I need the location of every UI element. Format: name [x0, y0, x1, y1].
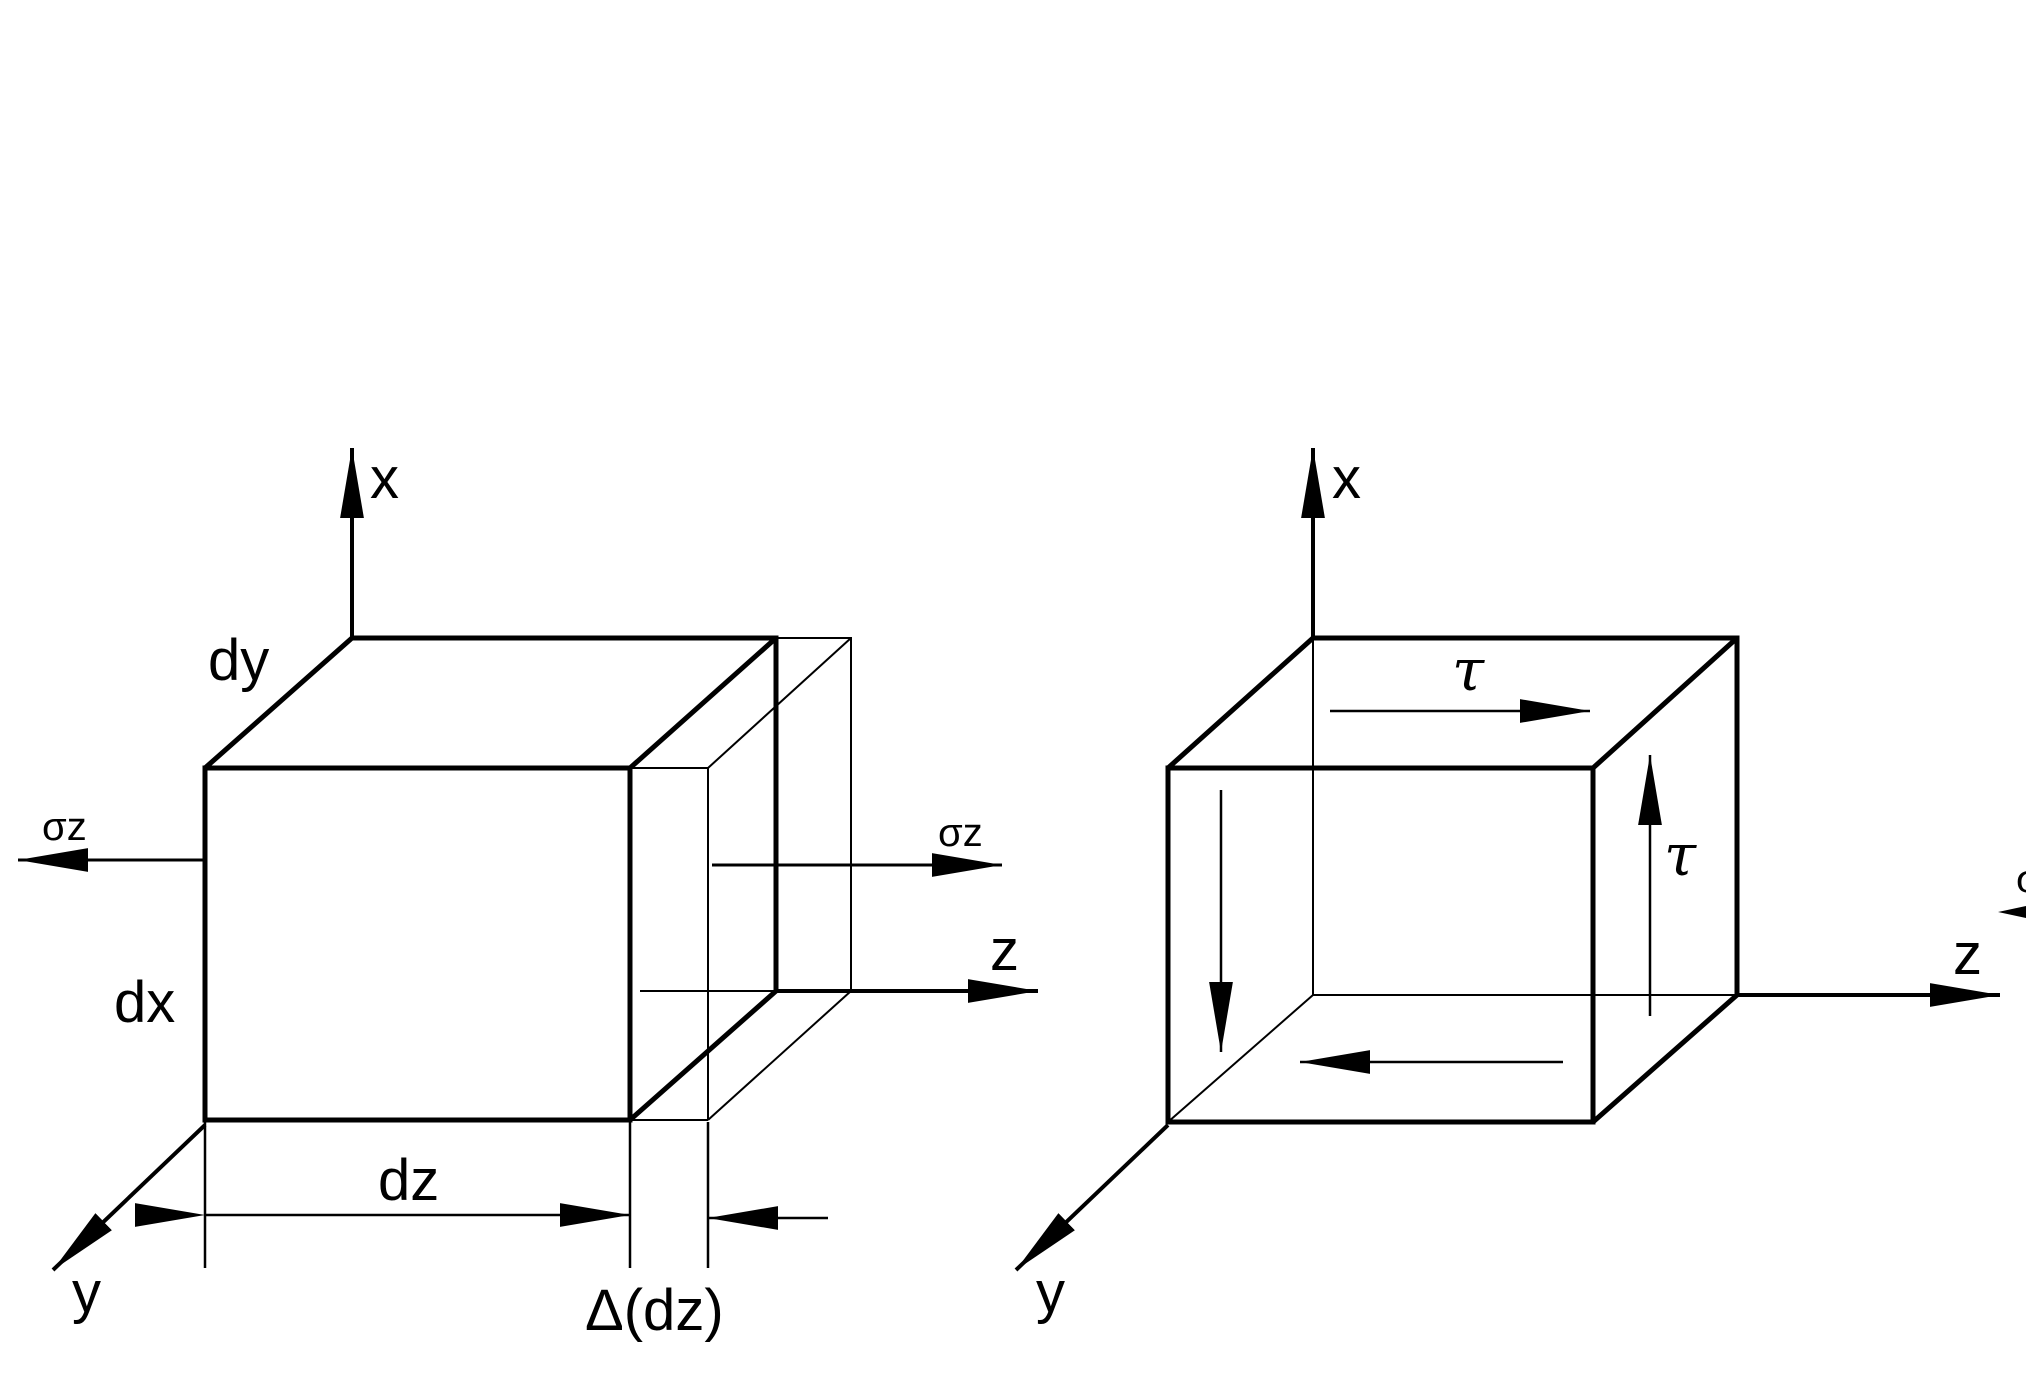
cube-hidden-edges — [1167, 638, 1737, 1123]
shear-cube — [1165, 635, 1740, 1125]
z-axis-label-right: z — [1953, 922, 1982, 987]
tau-top-label: τ — [1452, 636, 1485, 704]
elongated-box-outline — [630, 637, 852, 1121]
dy-label: dy — [208, 628, 269, 693]
dimension-lines — [135, 1122, 828, 1268]
y-axis-arrow-right — [1014, 1123, 1170, 1272]
normal-stress-arrows — [18, 848, 1002, 877]
y-axis-label: y — [72, 1260, 101, 1325]
tension-element-figure: x z y dy dx dz Δ(dz) σz σz — [18, 446, 1038, 1343]
coordinate-axes — [51, 448, 1038, 1272]
dz-label: dz — [378, 1148, 439, 1213]
z-axis-label: z — [990, 918, 1019, 983]
shear-element-figure: x z y τ τ σ — [1014, 446, 2026, 1325]
sigma-z-left-label: σz — [42, 805, 87, 849]
x-axis-label-right: x — [1332, 446, 1361, 511]
shear-stress-arrows — [1209, 699, 1662, 1074]
coordinate-axes-right — [1014, 448, 2000, 1272]
tau-right-label: τ — [1664, 821, 1697, 889]
delta-dz-label: Δ(dz) — [585, 1278, 724, 1343]
y-axis-arrow — [51, 1123, 207, 1272]
dx-label: dx — [114, 970, 175, 1035]
x-axis-label: x — [370, 446, 399, 511]
volume-element-cube — [202, 635, 779, 1123]
cropped-stress-arrow — [1998, 906, 2026, 918]
sigma-partial-label: σ — [2016, 857, 2026, 901]
sigma-z-right-label: σz — [938, 811, 983, 855]
y-axis-label-right: y — [1036, 1260, 1065, 1325]
